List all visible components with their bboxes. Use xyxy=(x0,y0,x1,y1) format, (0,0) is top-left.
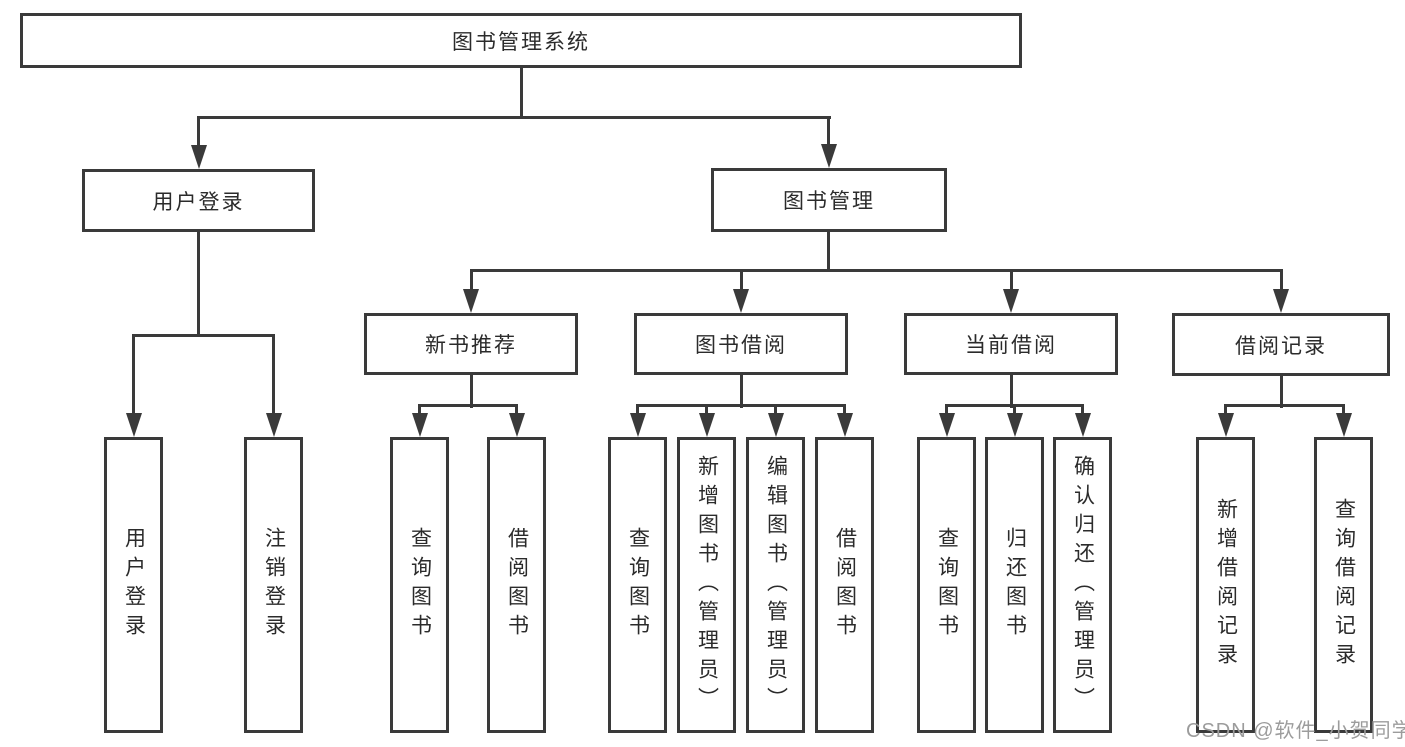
node-label-book-mgmt: 图书管理 xyxy=(783,190,875,213)
node-label-leaf-query-book-3: 查询图书 xyxy=(935,527,959,643)
node-label-leaf-borrow-book-2: 借阅图书 xyxy=(833,527,857,643)
node-label-leaf-add-book: 新增图书（管理员） xyxy=(695,454,719,716)
node-leaf-add-book: 新增图书（管理员） xyxy=(677,437,736,733)
arrow-down-icon xyxy=(125,413,142,437)
arrow-down-icon xyxy=(1217,413,1234,437)
connector-line xyxy=(636,404,846,407)
connector-line xyxy=(519,68,523,118)
connector-line xyxy=(1224,404,1345,407)
arrow-down-icon xyxy=(1273,289,1289,313)
node-leaf-add-record: 新增借阅记录 xyxy=(1196,437,1255,733)
node-book-mgmt: 图书管理 xyxy=(711,168,947,232)
connector-line xyxy=(197,116,831,119)
watermark: CSDN @软件_小贺同学 xyxy=(1186,720,1405,742)
node-label-leaf-add-record: 新增借阅记录 xyxy=(1214,498,1238,672)
arrow-down-icon xyxy=(411,413,428,437)
node-label-current-borrow: 当前借阅 xyxy=(965,334,1057,357)
node-user-login: 用户登录 xyxy=(82,169,315,232)
connector-line xyxy=(739,272,743,297)
arrow-down-icon xyxy=(463,289,479,313)
node-leaf-borrow-book-2: 借阅图书 xyxy=(815,437,874,733)
connector-line xyxy=(827,119,830,152)
connector-line xyxy=(827,232,830,272)
node-label-leaf-borrow-book-1: 借阅图书 xyxy=(505,527,529,643)
node-label-borrow-records: 借阅记录 xyxy=(1235,334,1327,358)
arrow-down-icon xyxy=(265,413,282,437)
node-new-book-rec: 新书推荐 xyxy=(364,313,578,375)
node-leaf-borrow-book-1: 借阅图书 xyxy=(487,437,546,733)
node-leaf-user-login: 用户登录 xyxy=(104,437,163,733)
connector-line xyxy=(1009,272,1013,297)
arrow-down-icon xyxy=(767,413,784,437)
connector-line xyxy=(739,375,743,408)
arrow-down-icon xyxy=(508,413,525,437)
arrow-down-icon xyxy=(938,413,955,437)
connector-line xyxy=(132,337,135,421)
arrow-down-icon xyxy=(836,413,853,437)
connector-line xyxy=(197,119,200,153)
connector-line xyxy=(132,334,275,337)
node-current-borrow: 当前借阅 xyxy=(904,313,1118,375)
node-label-new-book-rec: 新书推荐 xyxy=(425,334,517,357)
node-leaf-logout: 注销登录 xyxy=(244,437,303,733)
arrow-down-icon xyxy=(820,144,837,168)
connector-line xyxy=(469,272,473,297)
connector-line xyxy=(469,375,473,408)
node-label-leaf-edit-book: 编辑图书（管理员） xyxy=(764,454,788,716)
connector-line xyxy=(197,232,200,337)
node-label-leaf-query-book-1: 查询图书 xyxy=(408,527,432,643)
connector-line xyxy=(1279,272,1283,297)
node-borrow-records: 借阅记录 xyxy=(1172,313,1390,376)
connector-line xyxy=(272,337,275,421)
node-root: 图书管理系统 xyxy=(20,13,1022,68)
node-label-leaf-query-record: 查询借阅记录 xyxy=(1332,498,1356,672)
node-label-leaf-confirm-return: 确认归还（管理员） xyxy=(1071,454,1095,716)
node-label-root: 图书管理系统 xyxy=(452,30,590,54)
arrow-down-icon xyxy=(1335,413,1352,437)
connector-line xyxy=(418,404,518,407)
arrow-down-icon xyxy=(1006,413,1023,437)
node-label-leaf-query-book-2: 查询图书 xyxy=(626,527,650,643)
node-leaf-query-book-2: 查询图书 xyxy=(608,437,667,733)
node-book-borrow: 图书借阅 xyxy=(634,313,848,375)
arrow-down-icon xyxy=(733,289,749,313)
connector-line xyxy=(1009,375,1013,408)
node-leaf-query-record: 查询借阅记录 xyxy=(1314,437,1373,733)
connector-line xyxy=(1279,375,1283,408)
node-label-user-login: 用户登录 xyxy=(152,190,245,214)
node-leaf-confirm-return: 确认归还（管理员） xyxy=(1053,437,1112,733)
node-label-leaf-return-book: 归还图书 xyxy=(1003,527,1027,643)
node-label-leaf-user-login: 用户登录 xyxy=(122,527,146,643)
arrow-down-icon xyxy=(190,145,207,169)
connector-line xyxy=(469,269,1283,272)
arrow-down-icon xyxy=(698,413,715,437)
arrow-down-icon xyxy=(1003,289,1019,313)
node-leaf-query-book-1: 查询图书 xyxy=(390,437,449,733)
node-leaf-return-book: 归还图书 xyxy=(985,437,1044,733)
node-leaf-edit-book: 编辑图书（管理员） xyxy=(746,437,805,733)
arrow-down-icon xyxy=(629,413,646,437)
node-label-book-borrow: 图书借阅 xyxy=(695,334,787,357)
connector-line xyxy=(945,404,1084,407)
node-leaf-query-book-3: 查询图书 xyxy=(917,437,976,733)
node-label-leaf-logout: 注销登录 xyxy=(262,527,286,643)
arrow-down-icon xyxy=(1074,413,1091,437)
